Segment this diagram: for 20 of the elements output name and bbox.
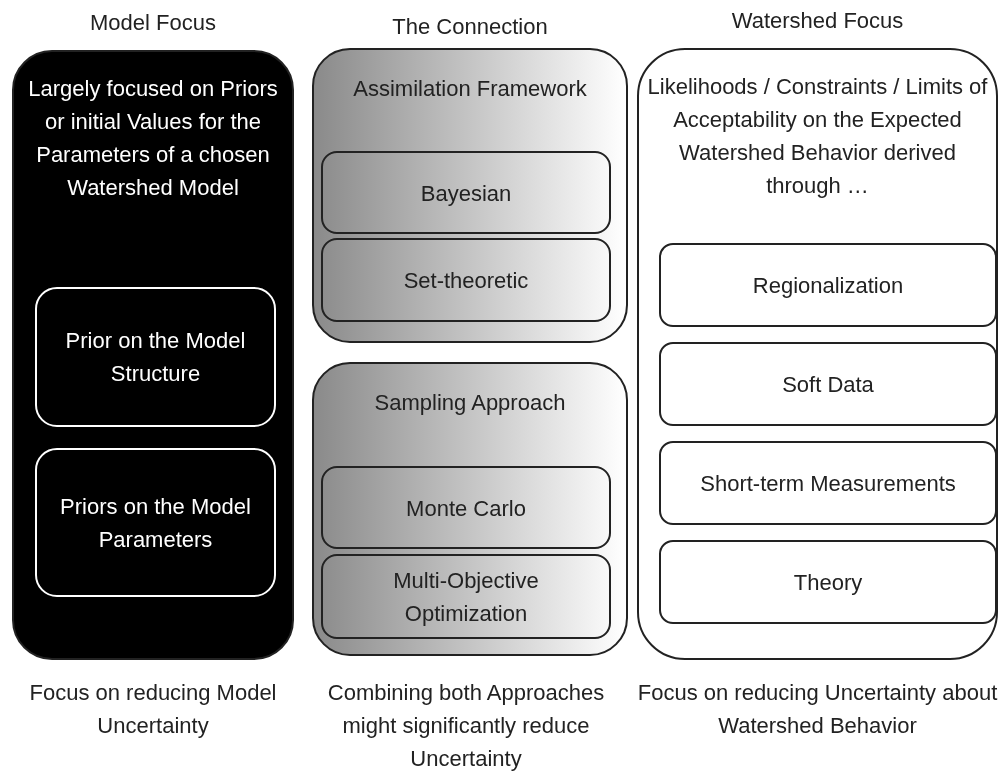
panel-text: Largely focused on Priors or initial Values for the Parameters of a chosen Watershed Model xyxy=(27,75,279,202)
panel-text: Likelihoods / Constraints / Limits of Acceptability on the Expected Watershed Behavior derived through … xyxy=(647,73,988,200)
panel-text: Sampling Approach xyxy=(373,389,567,417)
box-label: Soft Data xyxy=(781,370,875,399)
box-label: Prior on the Model Structure xyxy=(64,327,247,388)
panel-text: Assimilation Framework xyxy=(352,75,588,103)
column-heading: Model Focus xyxy=(89,10,217,36)
column-caption: Focus on reducing Uncertainty about Watershed Behavior xyxy=(637,679,998,740)
box-label: Short-term Measurements xyxy=(699,469,957,498)
column-caption: Focus on reducing Model Uncertainty xyxy=(28,679,278,740)
box-label: Multi-Objective Optimization xyxy=(392,566,540,628)
box-label: Set-theoretic xyxy=(402,266,530,295)
column-caption: Combining both Approaches might significantly reduce Uncertainty xyxy=(326,679,606,771)
box-label: Monte Carlo xyxy=(405,494,527,522)
box-label: Regionalization xyxy=(751,271,905,300)
column-heading: Watershed Focus xyxy=(730,8,905,34)
column-heading: The Connection xyxy=(391,13,549,41)
box-label: Bayesian xyxy=(419,179,513,208)
box-label: Theory xyxy=(792,568,864,597)
box-label: Priors on the Model Parameters xyxy=(59,492,252,554)
